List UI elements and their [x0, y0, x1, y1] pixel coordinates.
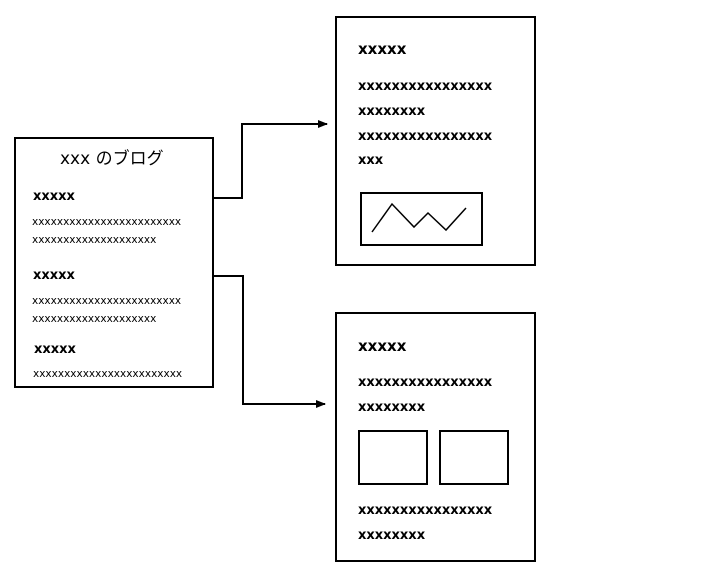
article-text: xxxxxxxxxxxxxxxx [358, 129, 493, 144]
article-text: xxxxxxxx [358, 104, 426, 119]
line-chart-icon [371, 202, 467, 233]
blog-title: xxx のブログ [60, 149, 164, 169]
article-text: xxxxxxxxxxxxxxxx [358, 79, 493, 94]
entry-text: xxxxxxxxxxxxxxxxxxxx [32, 234, 157, 246]
entry-text: xxxxxxxxxxxxxxxxxxxx [32, 313, 157, 325]
blog-list-panel: xxx のブログ xxxxx xxxxxxxxxxxxxxxxxxxxxxxx … [14, 137, 214, 388]
article-heading: xxxxx [358, 337, 407, 355]
entry-text: xxxxxxxxxxxxxxxxxxxxxxxx [32, 295, 182, 307]
article-text: xxx [358, 153, 384, 168]
article-text: xxxxxxxxxxxxxxxx [358, 375, 493, 390]
entry-heading[interactable]: xxxxx [34, 342, 76, 357]
entry-text: xxxxxxxxxxxxxxxxxxxxxxxx [33, 368, 183, 380]
article-page-top: xxxxx xxxxxxxxxxxxxxxx xxxxxxxx xxxxxxxx… [335, 16, 536, 266]
image-placeholder-left [358, 430, 428, 485]
image-placeholder-right [439, 430, 509, 485]
entry-heading[interactable]: xxxxx [33, 268, 75, 283]
article-text: xxxxxxxx [358, 528, 426, 543]
entry-heading[interactable]: xxxxx [33, 189, 75, 204]
entry-text: xxxxxxxxxxxxxxxxxxxxxxxx [32, 216, 182, 228]
chart-image-placeholder [360, 192, 483, 246]
article-page-bottom: xxxxx xxxxxxxxxxxxxxxx xxxxxxxx xxxxxxxx… [335, 312, 536, 562]
article-text: xxxxxxxx [358, 400, 426, 415]
article-heading: xxxxx [358, 40, 407, 58]
article-text: xxxxxxxxxxxxxxxx [358, 503, 493, 518]
